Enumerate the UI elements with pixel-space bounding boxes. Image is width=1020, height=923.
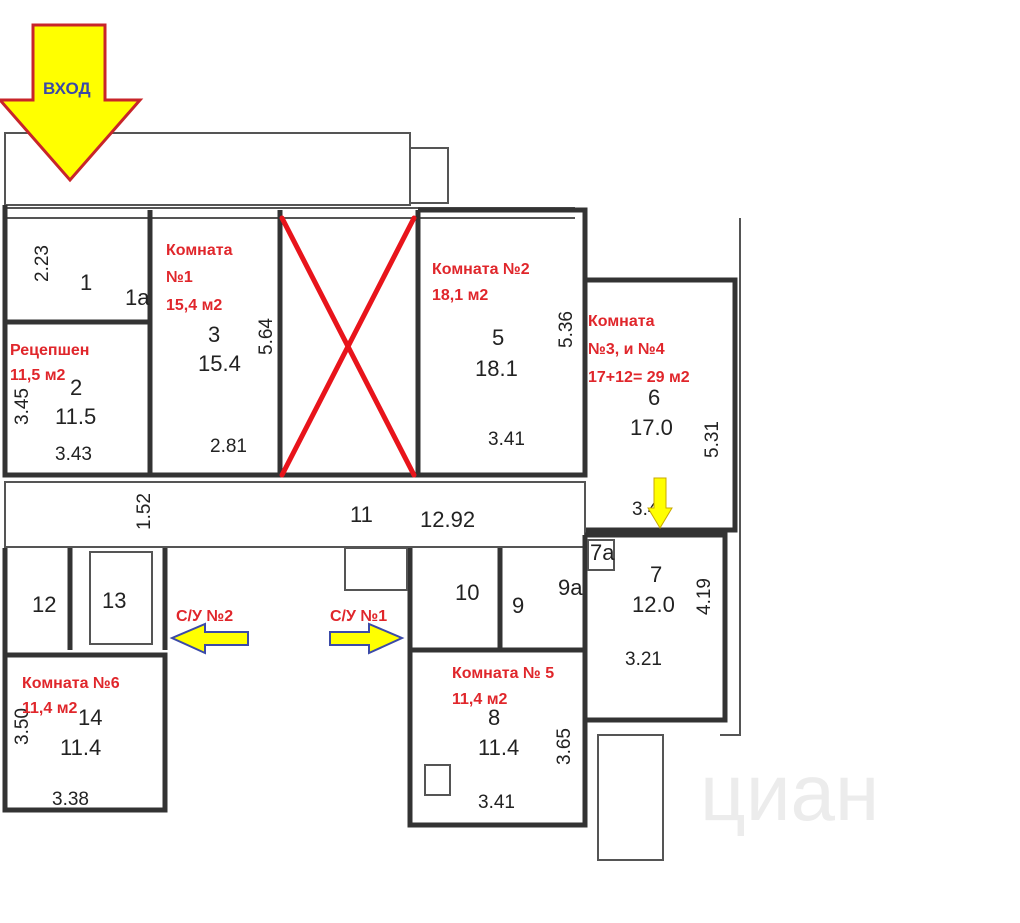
room7-arrow-icon — [647, 477, 673, 529]
room-dim: 3.43 — [55, 444, 92, 465]
room-label: Комната № 5 — [452, 665, 554, 682]
lower-right-block — [407, 548, 588, 828]
room-number: 6 — [648, 385, 660, 410]
lower-left-block — [2, 548, 168, 813]
wc1-arrow-icon — [329, 622, 405, 655]
corridor-11 — [4, 481, 586, 548]
room-number: 10 — [455, 580, 479, 605]
room-area: 17.0 — [630, 415, 673, 440]
room-number: 7а — [590, 540, 615, 565]
outer-wall-upper — [2, 205, 588, 478]
room-dim: 5.31 — [702, 421, 723, 458]
room-number: 1 — [80, 270, 92, 295]
room-dim: 3.21 — [625, 649, 662, 670]
room-number: 9а — [558, 575, 583, 600]
room-dim: 3.65 — [554, 728, 575, 765]
room-label: 11,4 м2 — [22, 700, 78, 717]
room-dim: 2.81 — [210, 436, 247, 457]
room-area: 11.4 — [60, 735, 101, 760]
room-number: 5 — [492, 325, 504, 350]
room-number: 7 — [650, 562, 662, 587]
room-number: 9 — [512, 593, 524, 618]
room-label: №1 — [166, 269, 193, 286]
wc2-label: С/У №2 — [176, 608, 233, 625]
room-number: 14 — [78, 705, 102, 730]
room-number: 12 — [32, 592, 56, 617]
entrance-arrow-icon — [0, 23, 144, 183]
room-dim: 2.23 — [32, 245, 53, 282]
room-dim: 3.45 — [12, 388, 33, 425]
room-label: 15,4 м2 — [166, 297, 222, 314]
room-label: Комната — [166, 242, 233, 259]
room-number: 2 — [70, 375, 82, 400]
room-label: Комната №6 — [22, 675, 120, 692]
room-label: Комната №2 — [432, 261, 530, 278]
room-area: 18.1 — [475, 356, 518, 381]
watermark: циан — [700, 748, 879, 837]
room-number: 11 — [350, 502, 373, 527]
room-dim: 3.50 — [12, 708, 33, 745]
room-area: 11.4 — [478, 735, 519, 760]
top-window-block — [409, 147, 449, 204]
room-label: 17+12= 29 м2 — [588, 369, 690, 386]
room-label: 18,1 м2 — [432, 287, 488, 304]
room-dim: 5.36 — [556, 311, 577, 348]
cross-mark — [279, 215, 417, 478]
room-area: 15.4 — [198, 351, 241, 376]
room-label: №3, и №4 — [588, 341, 665, 358]
room-label: 11,5 м2 — [10, 367, 66, 384]
room-area: 11.5 — [55, 404, 96, 429]
room-area: 12.92 — [420, 507, 475, 532]
room-label: Рецепшен — [10, 342, 89, 359]
room-number: 13 — [102, 588, 126, 613]
room-dim: 5.64 — [256, 318, 277, 355]
wc1-label: С/У №1 — [330, 608, 387, 625]
room-dim: 3.41 — [488, 429, 525, 450]
room-dim: 1.52 — [134, 493, 155, 530]
room-dim: 4.19 — [694, 578, 715, 615]
room-number: 3 — [208, 322, 220, 347]
room-label: Комната — [588, 313, 655, 330]
right-wing-wall — [585, 277, 738, 533]
wc2-arrow-icon — [169, 622, 249, 655]
room-label: 11,4 м2 — [452, 691, 508, 708]
room-number: 8 — [488, 705, 500, 730]
room-dim: 3.38 — [52, 789, 89, 810]
room-area: 12.0 — [632, 592, 675, 617]
entrance-label: ВХОД — [43, 79, 91, 98]
room-number: 1а — [125, 285, 150, 310]
room-dim: 3.41 — [478, 792, 515, 813]
